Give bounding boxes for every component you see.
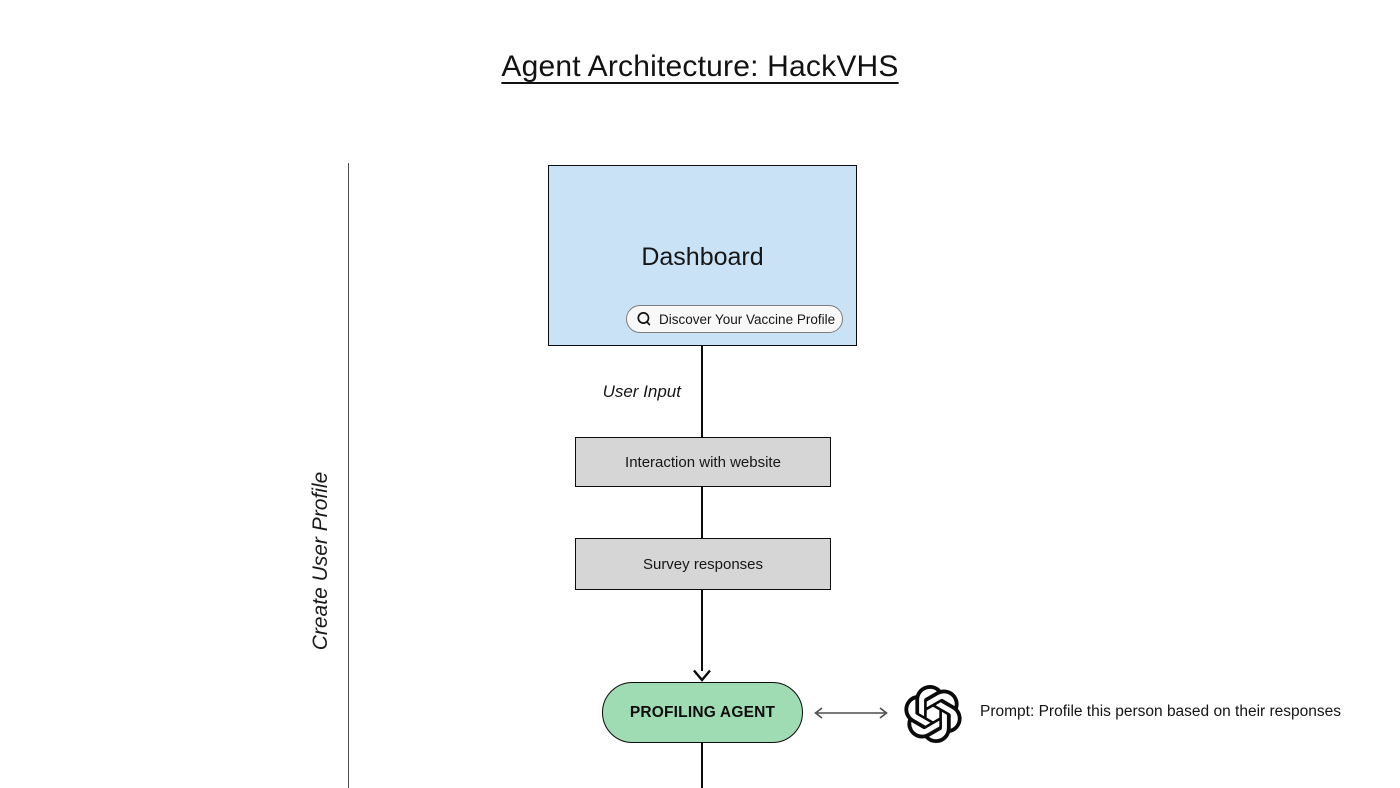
edge-agent-downstream (701, 743, 703, 788)
edge-dashboard-to-interaction (701, 346, 703, 437)
edge-label-user-input: User Input (602, 382, 681, 401)
survey-node: Survey responses (575, 538, 831, 590)
llm-prompt-text: Prompt: Profile this person based on the… (980, 703, 1341, 720)
search-button-label: Discover Your Vaccine Profile (659, 311, 836, 327)
group-divider-line (348, 163, 349, 788)
profiling-agent-node: PROFILING AGENT (602, 682, 803, 743)
double-arrow-icon (812, 705, 890, 721)
dashboard-node-label: Dashboard (641, 243, 764, 271)
vaccine-profile-search-button: Discover Your Vaccine Profile (626, 305, 843, 333)
openai-logo-icon (904, 685, 962, 744)
dashboard-node: Dashboard Discover Your Vaccine Profile (548, 165, 857, 346)
magnifier-icon (636, 311, 653, 328)
survey-node-label: Survey responses (642, 555, 764, 573)
interaction-node: Interaction with website (575, 437, 831, 487)
profiling-agent-label: PROFILING AGENT (629, 703, 776, 721)
interaction-node-label: Interaction with website (625, 453, 781, 471)
group-label: Create User Profile (309, 471, 332, 651)
diagram-title: Agent Architecture: HackVHS (501, 50, 899, 83)
arrowhead-down-icon (692, 669, 712, 682)
edge-interaction-to-survey (701, 487, 703, 538)
edge-survey-to-agent (701, 590, 703, 671)
